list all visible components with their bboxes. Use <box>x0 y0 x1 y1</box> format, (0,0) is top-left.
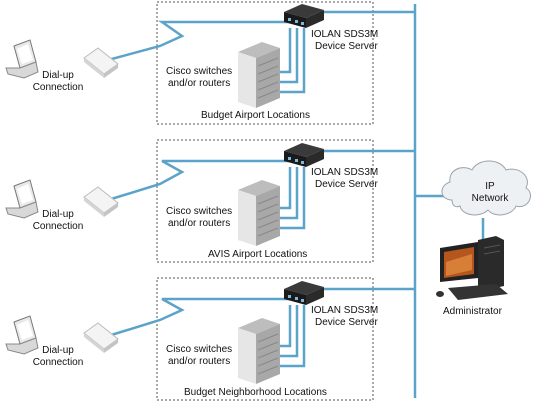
switch-label-line2: and/or routers <box>168 356 231 367</box>
device-server-type: Device Server <box>315 317 378 328</box>
dial-up-label: Dial-up Connection <box>26 70 90 94</box>
cloud-icon <box>441 160 531 216</box>
laptop-icon <box>5 315 39 355</box>
server-rack-icon <box>238 42 280 108</box>
dial-up-label-line2: Connection <box>32 221 84 232</box>
server-rack-icon <box>238 318 280 384</box>
switch-label-line2: and/or routers <box>168 78 231 89</box>
laptop-icon <box>5 39 39 79</box>
device-to-switch-link-b <box>277 167 299 220</box>
modem-icon <box>83 186 119 217</box>
modem-to-device-link <box>107 20 292 62</box>
location-box <box>156 1 374 125</box>
device-server-label: IOLAN SDS3M Device Server <box>311 29 378 53</box>
switch-label: Cisco switches and/or routers <box>166 206 232 230</box>
dial-up-label-line2: Connection <box>32 82 84 93</box>
network-label: IP Network <box>466 181 514 205</box>
server-rack-icon <box>238 180 280 246</box>
modem-to-device-link <box>107 159 292 202</box>
dial-up-label: Dial-up Connection <box>26 209 90 233</box>
device-server-type: Device Server <box>315 41 378 52</box>
laptop-icon <box>5 179 39 219</box>
device-server-icon <box>284 4 324 28</box>
dial-up-label-line1: Dial-up <box>42 345 74 356</box>
device-server-label: IOLAN SDS3M Device Server <box>311 167 378 191</box>
site-group <box>5 1 415 125</box>
switch-label-line2: and/or routers <box>168 218 231 229</box>
device-to-switch-link-a <box>277 167 292 210</box>
switch-label-line1: Cisco switches <box>166 206 233 217</box>
device-to-switch-link-b <box>277 28 299 84</box>
site-group <box>5 277 415 401</box>
device-server-icon <box>284 281 324 305</box>
device-server-model: IOLAN SDS3M <box>311 305 379 316</box>
location-label: AVIS Airport Locations <box>208 249 308 260</box>
workstation-icon <box>436 236 508 300</box>
device-server-label: IOLAN SDS3M Device Server <box>311 305 378 329</box>
device-to-switch-link-c <box>277 305 306 368</box>
device-server-model: IOLAN SDS3M <box>311 167 379 178</box>
administrator-label: Administrator <box>443 306 502 317</box>
device-server-type: Device Server <box>315 179 378 190</box>
device-server-model: IOLAN SDS3M <box>311 29 379 40</box>
device-to-switch-link-a <box>277 28 292 74</box>
device-to-switch-link-a <box>277 305 292 348</box>
switch-label: Cisco switches and/or routers <box>166 344 232 368</box>
device-server-icon <box>284 143 324 167</box>
dial-up-label-line1: Dial-up <box>42 70 74 81</box>
network-label-line1: IP <box>485 181 495 192</box>
dial-up-label: Dial-up Connection <box>26 345 90 369</box>
location-box <box>156 139 374 263</box>
location-label: Budget Neighborhood Locations <box>184 387 327 398</box>
switch-label-line1: Cisco switches <box>166 66 233 77</box>
modem-to-device-link <box>107 297 292 338</box>
modem-icon <box>83 47 119 78</box>
device-to-switch-link-c <box>277 28 306 94</box>
switch-label: Cisco switches and/or routers <box>166 66 232 90</box>
dial-up-label-line1: Dial-up <box>42 209 74 220</box>
network-label-line2: Network <box>471 193 509 204</box>
location-label: Budget Airport Locations <box>201 110 310 121</box>
modem-icon <box>83 322 119 353</box>
dial-up-label-line2: Connection <box>32 357 84 368</box>
device-to-switch-link-b <box>277 305 299 358</box>
device-to-switch-link-c <box>277 167 306 230</box>
location-box <box>156 277 374 401</box>
switch-label-line1: Cisco switches <box>166 344 233 355</box>
site-group <box>5 139 415 263</box>
